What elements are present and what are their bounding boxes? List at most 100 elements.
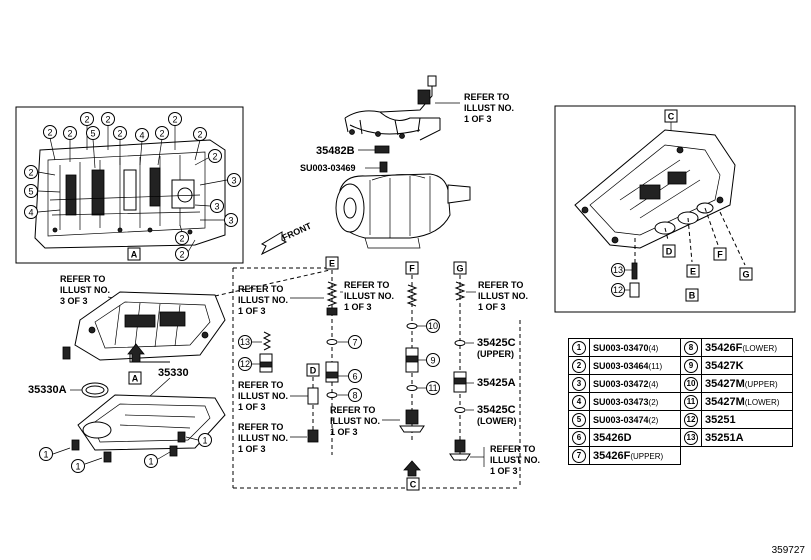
legend-left-qty: (UPPER)	[630, 451, 664, 461]
callout-2: 2	[194, 149, 222, 166]
legend-left-index: 4	[568, 392, 590, 411]
svg-text:ILLUST NO.: ILLUST NO.	[238, 433, 288, 443]
box-label-d2: D	[306, 363, 320, 377]
dashed-frame-link	[214, 269, 331, 297]
svg-text:REFER TO: REFER TO	[490, 444, 535, 454]
svg-text:1 OF 3: 1 OF 3	[464, 114, 492, 124]
legend-left-part: SU003-03464(11)	[589, 356, 681, 375]
legend-left-part-number: SU003-03474	[593, 414, 649, 425]
valve-body-detail	[34, 139, 226, 249]
legend-right-note: (UPPER)	[744, 379, 778, 389]
svg-text:1 OF 3: 1 OF 3	[238, 306, 266, 316]
legend-right-part: 35427M(LOWER)	[701, 392, 793, 411]
callout-12: 12	[238, 353, 273, 373]
box-label-c2: C	[406, 477, 420, 491]
svg-text:ILLUST NO.: ILLUST NO.	[490, 455, 540, 465]
refer-label-e-right: REFER TO ILLUST NO. 1 OF 3	[340, 280, 394, 312]
legend-left-qty: (4)	[648, 379, 659, 389]
legend-right-part-number: 35427M	[705, 377, 745, 390]
legend-index-circle: 5	[572, 412, 586, 427]
callout-3: 3	[200, 213, 238, 227]
svg-text:3: 3	[228, 216, 233, 226]
svg-text:F: F	[717, 250, 723, 260]
svg-text:13: 13	[613, 265, 623, 275]
callout-2: 2	[175, 224, 189, 245]
legend-index-circle: 11	[684, 394, 698, 409]
wire-harness	[344, 75, 441, 141]
legend-right-part-number: 35426F	[705, 341, 743, 354]
callout-10: 10	[406, 319, 440, 333]
callout-2: 2	[63, 126, 77, 162]
callout-5: 5	[86, 126, 100, 169]
svg-text:REFER TO: REFER TO	[238, 284, 283, 294]
legend-left-part: SU003-03472(4)	[589, 374, 681, 393]
pan-bolts	[71, 431, 186, 463]
svg-text:1: 1	[43, 450, 48, 460]
legend-index-circle: 13	[684, 430, 698, 445]
oil-pan-detail	[574, 129, 736, 249]
box-label-a2: A	[128, 371, 142, 385]
callout-7: 7	[326, 335, 362, 349]
callout-2: 2	[101, 112, 115, 150]
part-label-35330a: 35330A	[28, 382, 109, 398]
legend-right-part: 35426F(LOWER)	[701, 338, 793, 357]
svg-text:2: 2	[47, 128, 52, 138]
svg-text:5: 5	[28, 187, 33, 197]
svg-text:6: 6	[352, 372, 357, 382]
callout-1: 1	[71, 457, 103, 473]
callout-8: 8	[326, 388, 362, 402]
legend-left-part-number: 35426D	[593, 431, 632, 444]
svg-text:35330: 35330	[158, 367, 189, 379]
legend-left-index: 1	[568, 338, 590, 357]
callout-12: 12	[611, 282, 640, 298]
svg-text:35425A: 35425A	[477, 377, 516, 389]
legend-index-circle: 2	[572, 358, 586, 373]
callout-4: 4	[24, 205, 61, 219]
svg-text:ILLUST NO.: ILLUST NO.	[60, 285, 110, 295]
legend-right-index: 8	[680, 338, 702, 357]
callout-2: 2	[113, 126, 127, 165]
svg-text:A: A	[132, 374, 139, 384]
legend-right-part: 35427K	[701, 356, 793, 375]
svg-text:2: 2	[105, 115, 110, 125]
callout-2: 2	[80, 112, 94, 150]
svg-text:2: 2	[179, 234, 184, 244]
detail-frame-c	[554, 105, 796, 313]
legend-right-index: 12	[680, 410, 702, 429]
legend-left-qty: (2)	[648, 397, 659, 407]
transmission-assembly	[335, 173, 471, 249]
callout-2: 2	[193, 127, 207, 161]
svg-text:3: 3	[214, 202, 219, 212]
svg-text:35330A: 35330A	[28, 384, 67, 396]
svg-text:1: 1	[75, 462, 80, 472]
legend-right-index: 13	[680, 428, 702, 447]
refer-label-d-low: REFER TO ILLUST NO. 1 OF 3	[238, 422, 319, 454]
box-label-f2: F	[405, 261, 419, 275]
svg-text:E: E	[690, 267, 696, 277]
part-label-35330: 35330	[149, 367, 189, 397]
callout-2: 2	[168, 112, 182, 150]
refer-label-g-low: REFER TO ILLUST NO. 1 OF 3	[449, 439, 540, 476]
svg-text:1 OF 3: 1 OF 3	[478, 302, 506, 312]
svg-text:A: A	[131, 250, 138, 260]
up-arrow-c	[403, 460, 421, 477]
box-label-b: B	[685, 288, 699, 302]
refer-label-g: REFER TO ILLUST NO. 1 OF 3	[454, 280, 528, 312]
svg-text:D: D	[666, 247, 673, 257]
svg-text:G: G	[742, 270, 749, 280]
callout-1: 1	[39, 447, 71, 461]
legend-left-part: SU003-03470(4)	[589, 338, 681, 357]
svg-text:ILLUST NO.: ILLUST NO.	[344, 291, 394, 301]
svg-text:3 OF 3: 3 OF 3	[60, 296, 88, 306]
callout-2: 2	[175, 239, 196, 261]
legend-left-qty: (11)	[648, 361, 663, 371]
callout-2: 2	[155, 126, 169, 166]
spring-f	[406, 284, 418, 307]
legend-right-part-number: 35251	[705, 413, 736, 426]
callout-1: 1	[185, 433, 212, 447]
legend-index-circle: 6	[572, 430, 586, 445]
callout-3: 3	[199, 173, 241, 187]
frame-c-leaders	[634, 207, 746, 280]
